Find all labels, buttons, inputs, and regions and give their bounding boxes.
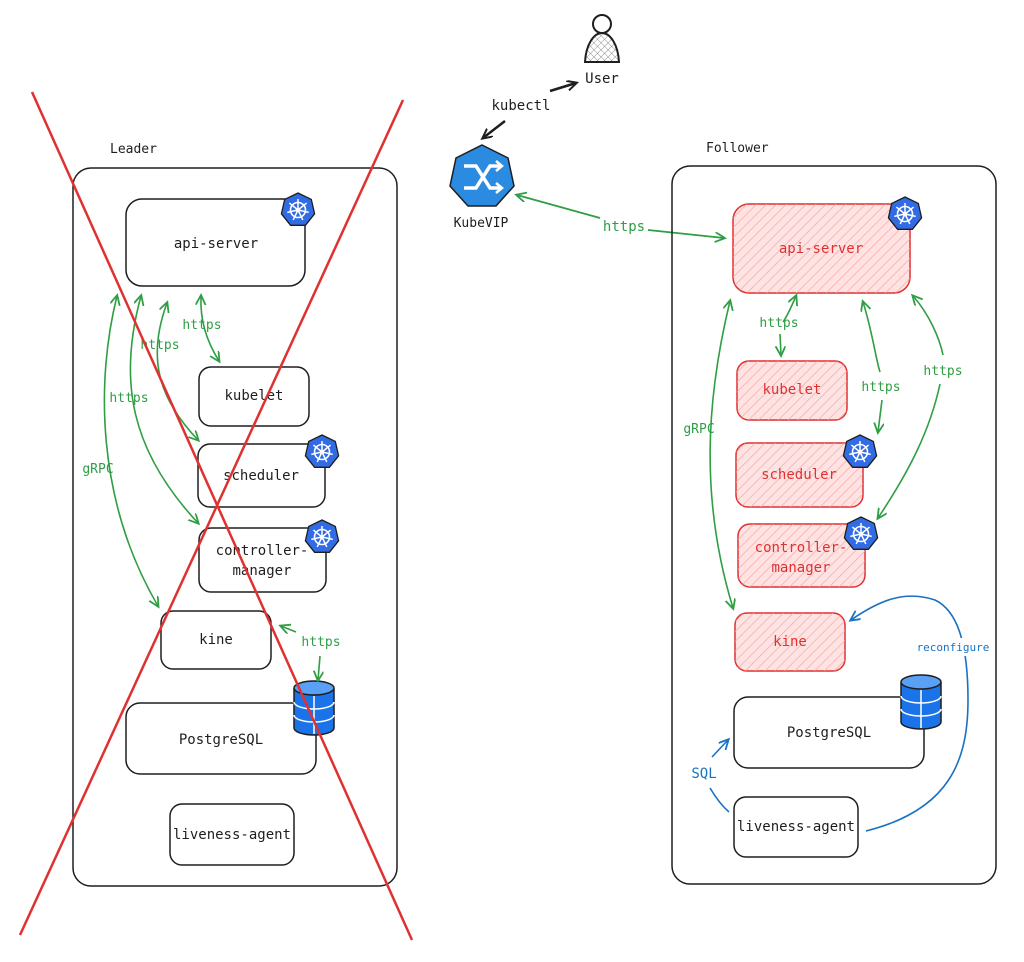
leader-grpc-arrow <box>103 296 158 606</box>
follower-container <box>671 165 997 885</box>
leader-grpc-label: gRPC <box>82 462 113 477</box>
kubernetes-icon <box>842 434 878 469</box>
follower-https-label-controller: https <box>923 364 962 379</box>
leader-controller-manager-label-2: manager <box>232 563 291 579</box>
follower-postgresql-label: PostgreSQL <box>787 725 871 741</box>
leader-kubelet-label: kubelet <box>224 388 283 404</box>
kubevip-https-arrow-a <box>517 195 601 219</box>
follower-https-arrow-scheduler-a <box>863 302 881 373</box>
kubevip-node: KubeVIP <box>449 144 515 231</box>
follower-https-label-kubelet: https <box>759 316 798 331</box>
sql-label: SQL <box>691 766 716 782</box>
follower-liveness-agent-label: liveness-agent <box>737 819 855 835</box>
kubevip-https-label: https <box>603 219 645 235</box>
follower-api-server: api-server <box>732 203 911 294</box>
follower-https-arrow-kubelet-a <box>782 296 796 323</box>
kubevip-https-arrow-b <box>647 229 724 238</box>
kubevip-label: KubeVIP <box>454 216 509 231</box>
leader-https-label-controller: https <box>109 391 148 406</box>
kubernetes-icon <box>280 192 316 227</box>
reconfigure-arrow <box>851 595 969 832</box>
leader-https-arrow-controller <box>129 296 198 523</box>
user-icon <box>583 14 621 63</box>
kubectl-label: kubectl <box>491 98 550 114</box>
follower-https-arrow-controller-b <box>878 383 941 518</box>
kubectl-to-kubevip-arrow <box>483 120 506 138</box>
follower-scheduler: scheduler <box>735 442 864 508</box>
follower-controller-manager: controller- manager <box>737 523 866 588</box>
follower-grpc-arrow <box>709 301 733 608</box>
follower-scheduler-label: scheduler <box>761 467 837 483</box>
follower-cluster: Follower api-server kubelet scheduler co… <box>671 141 997 885</box>
leader-kine: kine <box>160 610 272 670</box>
leader-kine-https-label: https <box>301 635 340 650</box>
follower-controller-manager-label-2: manager <box>771 560 830 576</box>
follower-liveness-agent: liveness-agent <box>733 796 859 858</box>
sql-arrow-a <box>711 740 728 758</box>
kubernetes-icon <box>304 519 340 554</box>
follower-kubelet-label: kubelet <box>762 382 821 398</box>
follower-controller-manager-label-1: controller- <box>755 540 848 556</box>
leader-kine-https-arrow-a <box>281 626 297 632</box>
leader-title: Leader <box>110 142 157 157</box>
follower-title: Follower <box>706 141 769 156</box>
kubernetes-icon <box>887 196 923 231</box>
leader-https-label-kubelet: https <box>182 318 221 333</box>
leader-kine-https-arrow-b <box>318 655 320 680</box>
leader-postgresql-label: PostgreSQL <box>179 732 263 748</box>
reconfigure-label-bg <box>918 638 988 656</box>
follower-postgresql: PostgreSQL <box>733 696 925 769</box>
leader-kubelet: kubelet <box>198 366 310 427</box>
follower-https-arrow-scheduler-b <box>878 399 882 432</box>
follower-kine-label: kine <box>773 634 807 650</box>
reconfigure-label: reconfigure <box>917 641 990 654</box>
leader-scheduler-label: scheduler <box>223 468 299 484</box>
sql-arrow-b <box>709 787 730 813</box>
user-label: User <box>585 71 619 87</box>
kubernetes-icon <box>843 516 879 551</box>
leader-liveness-agent: liveness-agent <box>169 803 295 866</box>
kubectl-to-user-arrow <box>549 83 576 93</box>
follower-https-label-scheduler: https <box>861 380 900 395</box>
user-node: User <box>583 14 621 87</box>
leader-controller-manager-label-1: controller- <box>216 543 309 559</box>
kubernetes-icon <box>304 434 340 469</box>
follower-kubelet: kubelet <box>736 360 848 421</box>
leader-cluster: Leader api-server kubelet scheduler cont… <box>18 91 414 941</box>
kubevip-icon <box>449 144 515 207</box>
leader-https-arrow-kubelet <box>201 296 219 361</box>
follower-kine: kine <box>734 612 846 672</box>
follower-grpc-label: gRPC <box>683 422 714 437</box>
leader-api-server: api-server <box>125 198 306 287</box>
leader-failed-cross-2 <box>18 99 405 936</box>
leader-https-label-scheduler: https <box>140 338 179 353</box>
leader-postgresql: PostgreSQL <box>125 702 317 775</box>
leader-scheduler: scheduler <box>197 443 326 508</box>
follower-https-arrow-controller-a <box>913 296 944 356</box>
leader-failed-cross-1 <box>30 91 414 941</box>
follower-https-arrow-kubelet-b <box>780 333 781 355</box>
follower-api-server-label: api-server <box>779 241 863 257</box>
leader-api-server-label: api-server <box>174 236 258 252</box>
leader-liveness-agent-label: liveness-agent <box>173 827 291 843</box>
database-icon <box>900 674 942 730</box>
leader-controller-manager: controller- manager <box>198 527 327 593</box>
leader-kine-label: kine <box>199 632 233 648</box>
leader-container <box>72 167 398 887</box>
